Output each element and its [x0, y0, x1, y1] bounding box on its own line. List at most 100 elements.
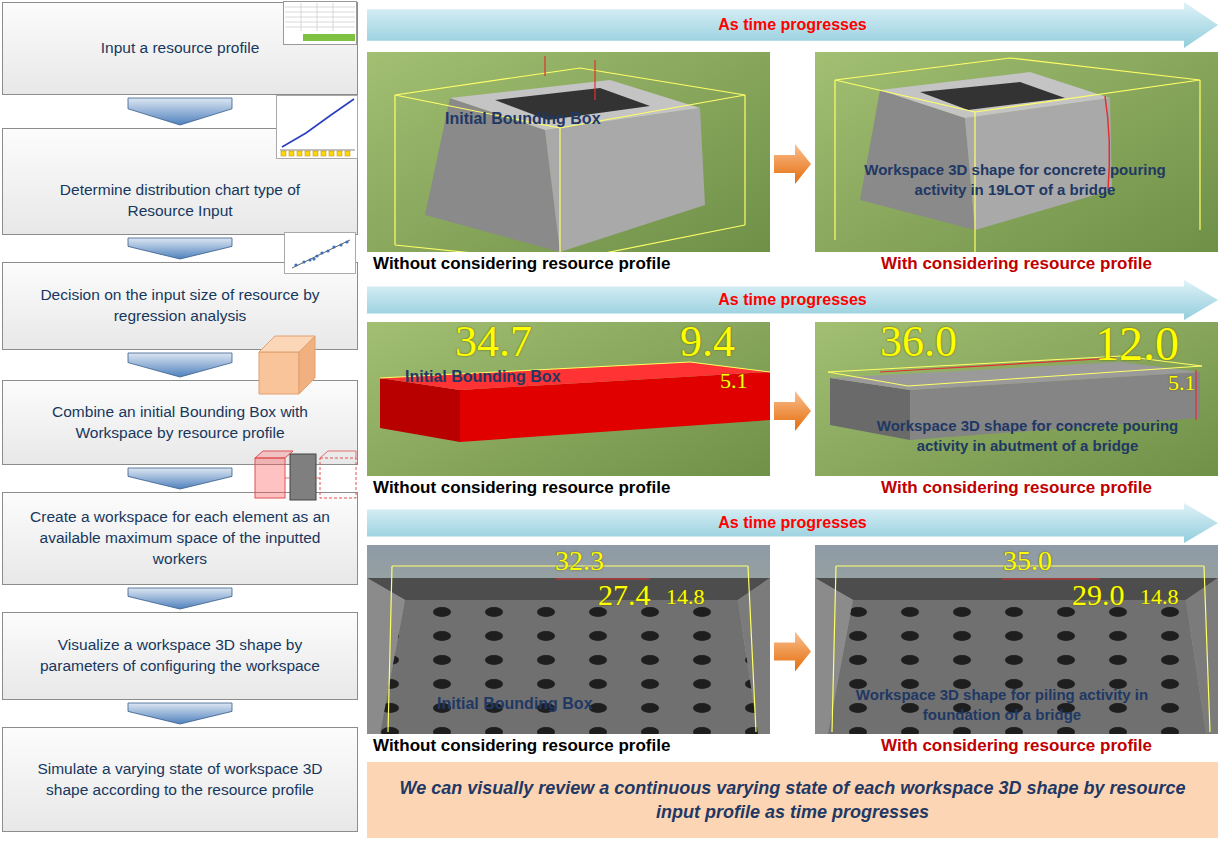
shape-description: Workspace 3D shape for piling activity i…	[817, 685, 1187, 724]
dimension-value: 36.0	[880, 320, 957, 364]
scene-box-initial	[367, 52, 770, 276]
scatter-icon-part-part	[320, 251, 323, 254]
chart-icon	[276, 95, 358, 159]
spreadsheet-icon-part	[285, 3, 355, 31]
state-caption: Without considering resource profile	[367, 734, 770, 758]
spreadsheet-icon	[283, 1, 357, 45]
process-box: Visualize a workspace 3D shape by parame…	[2, 612, 358, 700]
scene-box-initial-part	[395, 68, 745, 262]
process-box: Determine distribution chart type of Res…	[2, 128, 358, 235]
workspace-icon-part	[320, 458, 356, 498]
box-text: Create a workspace for each element as a…	[29, 507, 331, 570]
workspace-icon-part	[255, 458, 285, 498]
scene-box-workspace	[815, 52, 1218, 276]
scene-pit-initial-part	[367, 578, 770, 600]
chart-icon-part	[281, 151, 350, 156]
scatter-icon-part	[292, 240, 350, 268]
scene-box-workspace-part	[880, 72, 1110, 118]
scatter-icon-part-part	[326, 249, 329, 252]
dimension-value: 5.1	[1168, 372, 1196, 394]
band-arrow-shape-part	[367, 2, 1218, 48]
cube-icon-part	[259, 352, 299, 394]
workspace-icon-part	[255, 451, 293, 458]
flow-chevron	[128, 238, 232, 259]
scene-pit-workspace-part	[815, 545, 1218, 758]
chart-icon-part-part	[297, 151, 302, 156]
state-caption: Without considering resource profile	[367, 476, 770, 500]
box-text: Decision on the input size of resource b…	[29, 285, 331, 327]
box-caption: Initial Bounding Box	[445, 110, 601, 128]
dimension-value: 9.4	[680, 320, 735, 364]
dimension-value: 5.1	[720, 370, 748, 392]
state-caption: With considering resource profile	[815, 252, 1218, 276]
band-arrow-shape-part	[367, 503, 1218, 543]
spreadsheet-icon-part	[303, 34, 355, 41]
time-arrow-band: As time progresses	[367, 503, 1218, 543]
scatter-icon-part-part	[294, 263, 297, 266]
scene-panel: Workspace 3D shape for concrete pouring …	[815, 52, 1218, 276]
chart-icon-part-part	[313, 151, 318, 156]
flow-chevron	[128, 98, 232, 125]
scene-pit-initial-part	[388, 566, 756, 732]
band-label: As time progresses	[718, 291, 867, 309]
shape-description: Workspace 3D shape for concrete pouring …	[845, 160, 1185, 199]
band-label: As time progresses	[718, 514, 867, 532]
chart-icon-part	[280, 149, 355, 150]
flow-chevron	[128, 703, 232, 724]
process-box: Simulate a varying state of workspace 3D…	[2, 727, 358, 832]
chart-icon-part-part	[321, 151, 326, 156]
scatter-icon-part-part	[302, 260, 305, 263]
chart-icon-part-part	[289, 151, 294, 156]
time-arrow-band: As time progresses	[367, 280, 1218, 320]
scatter-icon	[284, 232, 356, 274]
scatter-icon-part-part	[315, 254, 318, 257]
scene-pit-workspace	[815, 545, 1218, 758]
band-arrow-shape-part	[367, 280, 1218, 320]
chart-icon-part-part	[281, 151, 286, 156]
dimension-value: 14.8	[1140, 586, 1179, 608]
scene-pit-initial-part	[367, 545, 770, 758]
flow-chevron	[128, 588, 232, 609]
dimension-value: 14.8	[666, 586, 705, 608]
chart-icon-part	[276, 95, 357, 158]
scene-box-initial-part	[367, 52, 770, 276]
cube-icon-part	[299, 336, 315, 394]
box-text: Combine an initial Bounding Box with Wor…	[29, 402, 331, 444]
dimension-value: 34.7	[455, 320, 532, 364]
process-box: Combine an initial Bounding Box with Wor…	[2, 380, 358, 465]
dimension-value: 27.4	[598, 580, 651, 610]
box-text: Input a resource profile	[101, 38, 260, 59]
scatter-icon-part-part	[308, 258, 311, 261]
scene-panel: Initial Bounding BoxWithout considering …	[367, 52, 770, 276]
scene-pit-initial-part	[380, 600, 758, 734]
progress-arrow	[774, 391, 811, 431]
chart-icon-part-part	[329, 151, 334, 156]
scene-box-initial-part	[545, 108, 705, 252]
dimension-value: 35.0	[1003, 547, 1052, 575]
scene-pit-initial-part	[380, 600, 758, 734]
scatter-icon-part	[294, 240, 348, 266]
scene-box-workspace-part	[920, 82, 1065, 110]
scene-box-workspace-part	[815, 52, 1218, 276]
chart-icon-part	[282, 99, 354, 147]
progress-arrow	[774, 632, 811, 672]
chart-icon-part-part	[345, 151, 350, 156]
scene-box-initial-part	[545, 56, 595, 100]
box-text: Visualize a workspace 3D shape by parame…	[29, 635, 331, 677]
scene-abutment-initial-part	[380, 362, 770, 390]
flow-chevron	[128, 468, 232, 489]
box-caption: Initial Bounding Box	[437, 695, 593, 713]
workspace-icon-part	[290, 454, 316, 500]
band-label: As time progresses	[718, 16, 867, 34]
scatter-icon-part-part	[345, 240, 348, 243]
state-caption: Without considering resource profile	[367, 252, 770, 276]
process-box: Input a resource profile	[2, 2, 358, 95]
workspace-icon-part	[285, 451, 356, 478]
scatter-icon-part-part	[332, 245, 335, 248]
cube-icon-part	[259, 336, 315, 352]
scene-panel: Workspace 3D shape for piling activity i…	[815, 545, 1218, 758]
scatter-icon-part	[284, 232, 355, 273]
scene-pit-initial	[367, 545, 770, 758]
dimension-value: 32.3	[555, 547, 604, 575]
